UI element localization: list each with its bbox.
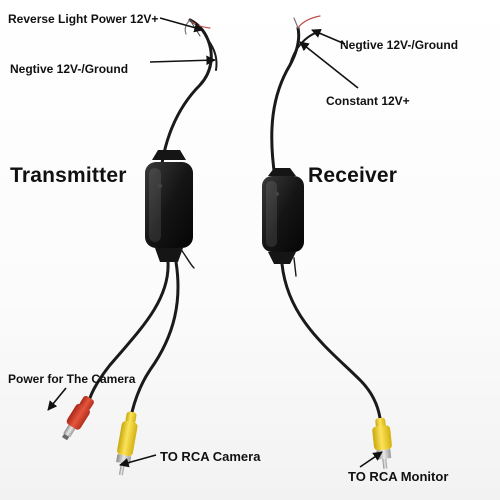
transmitter-output-cables: [88, 247, 195, 414]
arrow-power-camera: [47, 387, 67, 411]
receiver-input-cable: [270, 15, 321, 180]
arrow-negtive-left: [149, 55, 216, 66]
receiver-output-cable: [280, 257, 382, 420]
label-transmitter: Transmitter: [10, 164, 127, 187]
label-constant-12v: Constant 12V+: [326, 94, 410, 108]
annotation-arrows: [47, 17, 383, 468]
dc-power-plug: [62, 395, 94, 441]
label-to-rca-camera: TO RCA Camera: [160, 449, 261, 464]
transmitter-module: [145, 150, 193, 262]
arrow-constant: [299, 41, 359, 89]
rca-monitor-plug: [372, 417, 392, 469]
label-reverse-light-power: Reverse Light Power 12V+: [8, 12, 159, 26]
arrow-rca-camera: [119, 454, 157, 468]
receiver-module: [262, 168, 304, 264]
arrow-negtive-right: [311, 28, 346, 45]
label-receiver: Receiver: [308, 164, 398, 187]
label-to-rca-monitor: TO RCA Monitor: [348, 469, 449, 484]
arrow-reverse-light: [159, 17, 204, 33]
label-power-for-camera: Power for The Camera: [8, 372, 136, 386]
arrow-rca-monitor: [359, 451, 383, 468]
label-negtive-ground-right: Negtive 12V-/Ground: [340, 38, 459, 52]
label-negtive-ground-left: Negtive 12V-/Ground: [10, 62, 129, 76]
rca-camera-plug: [116, 411, 138, 476]
